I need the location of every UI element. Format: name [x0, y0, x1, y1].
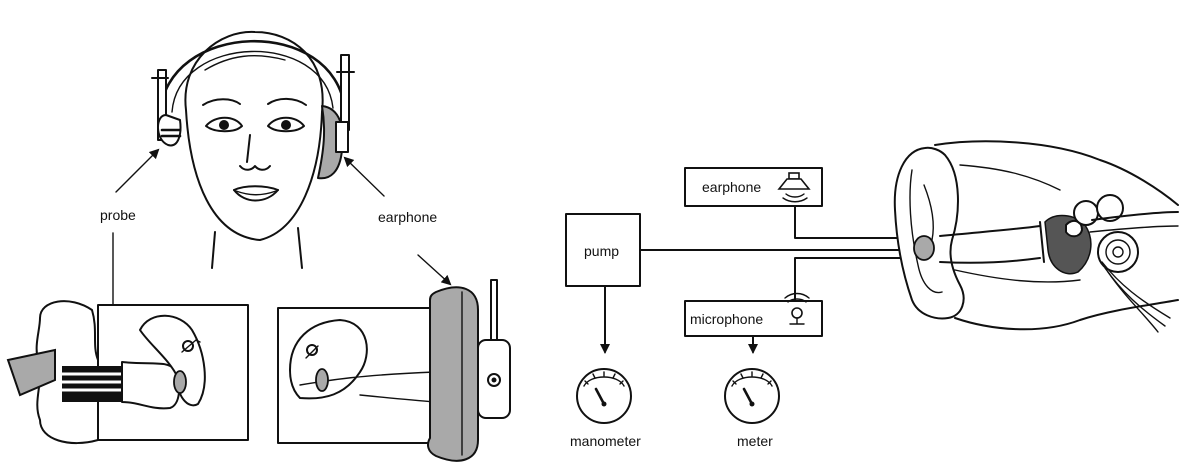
meter-label: meter — [737, 433, 773, 449]
pump-box: pump — [565, 213, 641, 287]
earphone-ear-inset — [277, 279, 511, 462]
pump-label: pump — [584, 243, 619, 259]
earphone-arrow-up — [343, 156, 385, 197]
manometer-gauge — [576, 368, 632, 424]
microphone-box: microphone — [684, 292, 823, 337]
microphone-icon — [784, 292, 810, 325]
probe-label: probe — [100, 207, 136, 223]
probe-arrow — [115, 148, 160, 193]
head-illustration — [151, 30, 355, 269]
speaker-icon — [777, 172, 811, 203]
earphone-left-label: earphone — [378, 209, 437, 225]
tubing-lines — [639, 205, 931, 302]
ear-anatomy — [893, 140, 1179, 333]
earphone-arrow-down — [417, 254, 452, 286]
microphone-label: microphone — [690, 311, 763, 327]
earphone-box: earphone — [684, 167, 823, 207]
earphone-box-label: earphone — [702, 179, 761, 195]
manometer-label: manometer — [570, 433, 641, 449]
meter-gauge — [724, 368, 780, 424]
probe-ear-inset — [6, 300, 249, 445]
